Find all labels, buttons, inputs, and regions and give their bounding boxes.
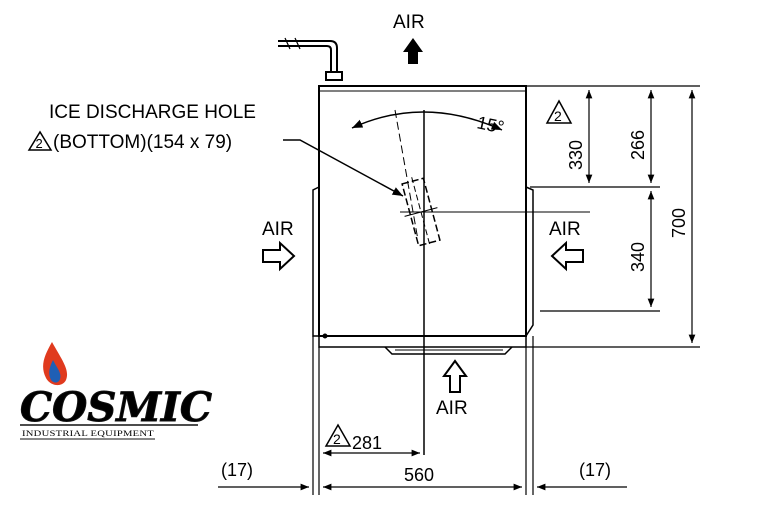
air-top-arrow-icon bbox=[403, 38, 423, 64]
ice-discharge-title: ICE DISCHARGE HOLE bbox=[49, 102, 256, 123]
svg-text:2: 2 bbox=[333, 431, 341, 447]
dim-330: 330 bbox=[566, 140, 586, 170]
revision-triangle-icon: 2 bbox=[324, 423, 352, 447]
ice-hole-leader bbox=[283, 139, 404, 197]
dim-560: 560 bbox=[404, 465, 434, 485]
air-bottom-label: AIR bbox=[436, 398, 468, 419]
dim-side-left: (17) bbox=[221, 460, 253, 480]
horizontal-dimension-lines bbox=[218, 336, 627, 495]
svg-text:2: 2 bbox=[554, 108, 562, 124]
angle-label: 15° bbox=[475, 112, 506, 137]
air-right-label: AIR bbox=[549, 219, 581, 240]
flame-icon bbox=[43, 342, 68, 386]
ice-discharge-size: (BOTTOM)(154 x 79) bbox=[53, 132, 232, 153]
dim-side-right: (17) bbox=[579, 460, 611, 480]
cosmic-logo: COSMIC INDUSTRIAL EQUIPMENT bbox=[20, 342, 213, 440]
dim-266: 266 bbox=[628, 130, 648, 160]
water-pipe bbox=[278, 37, 343, 81]
revision-triangle-icon: 2 bbox=[545, 99, 573, 124]
logo-subtitle: INDUSTRIAL EQUIPMENT bbox=[22, 428, 155, 438]
machine-body bbox=[312, 85, 534, 355]
center-lines bbox=[394, 109, 590, 455]
dim-281: 281 bbox=[352, 433, 382, 453]
svg-text:2: 2 bbox=[36, 136, 43, 151]
dim-340: 340 bbox=[628, 242, 648, 272]
air-bottom-arrow-icon bbox=[442, 359, 468, 393]
rotation-arc bbox=[351, 111, 503, 131]
air-left-arrow-icon bbox=[262, 240, 296, 272]
air-right-arrow-icon bbox=[550, 240, 584, 272]
air-left-label: AIR bbox=[262, 219, 294, 240]
logo-wordmark: COSMIC bbox=[20, 384, 212, 431]
vertical-dimension-lines bbox=[526, 85, 700, 348]
air-top-label: AIR bbox=[393, 12, 425, 33]
ice-discharge-hole bbox=[401, 177, 441, 247]
dim-700: 700 bbox=[669, 208, 689, 238]
revision-triangle-icon: 2 bbox=[27, 130, 53, 151]
